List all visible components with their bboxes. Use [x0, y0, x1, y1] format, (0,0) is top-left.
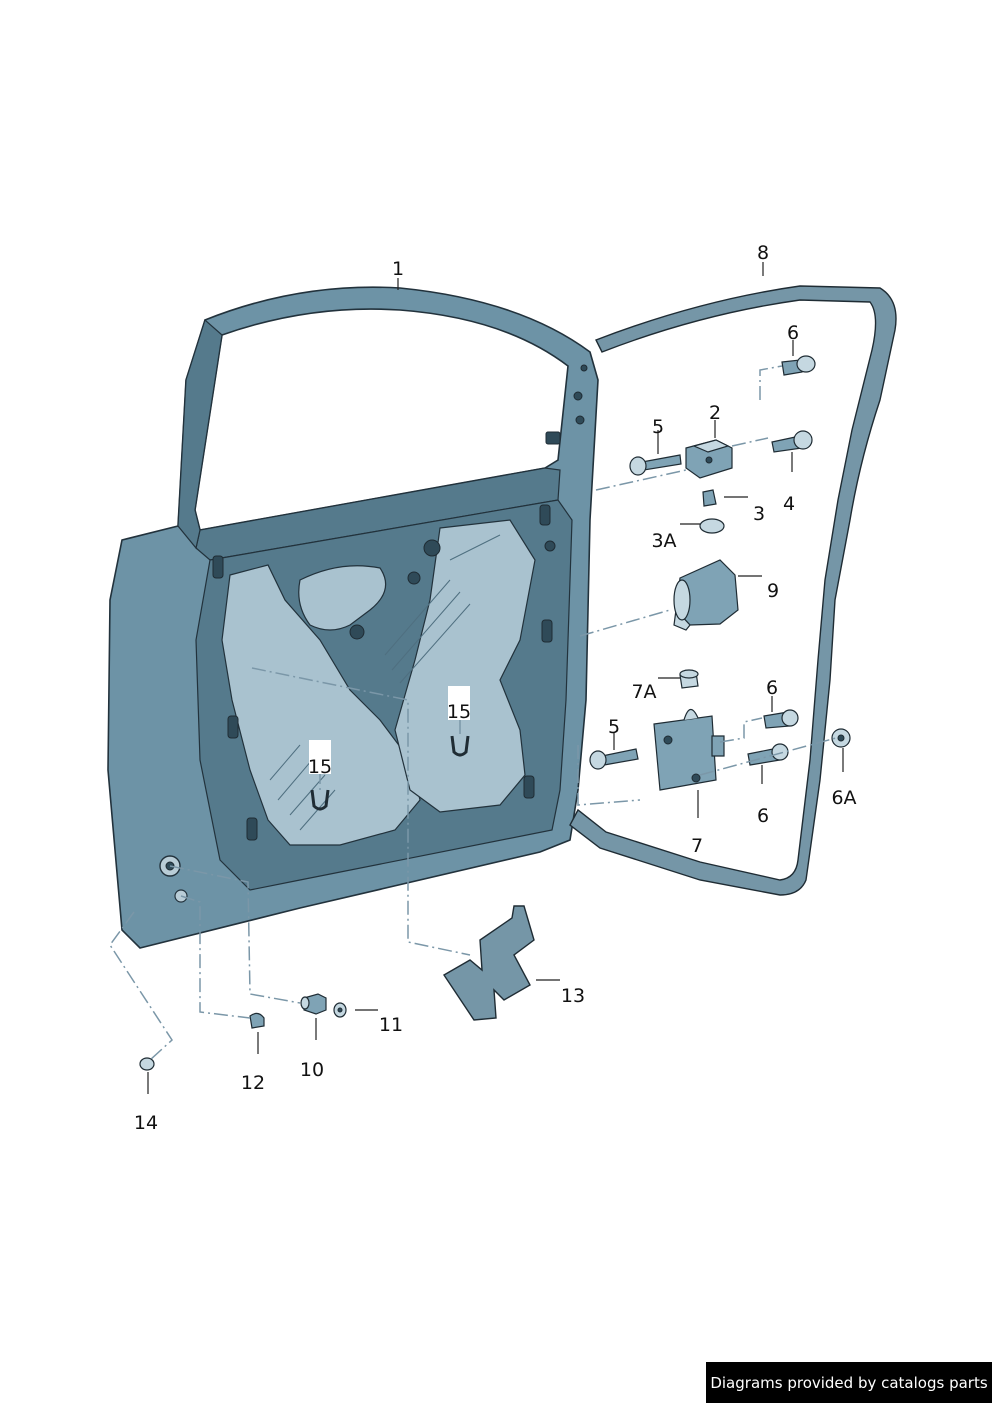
- washer-11: [333, 1002, 347, 1018]
- bush-7a: [679, 669, 699, 689]
- callout-6a: 6A: [831, 787, 856, 809]
- hinge-upper: [685, 439, 733, 479]
- callout-15-right-tag: [448, 686, 470, 720]
- bolt-5-upper: [629, 454, 682, 476]
- access-sheet-top: [298, 565, 387, 631]
- callout-15-left-tag: [309, 740, 331, 774]
- callout-1: 1: [392, 258, 404, 280]
- callout-9: 9: [767, 580, 779, 602]
- callout-3: 3: [753, 503, 765, 525]
- callout-labels: 1 8 6 2 5 4 3 3A 9 7A 6 5 6A 6 7 15 15 1…: [134, 242, 857, 1134]
- callout-7a: 7A: [631, 681, 656, 703]
- grease-nipple-3: [702, 489, 717, 507]
- callout-6-upper: 6: [787, 322, 799, 344]
- clip-15-left: [310, 789, 330, 811]
- plug-12: [249, 1012, 265, 1029]
- assembly-lines: [109, 365, 837, 1061]
- callout-15-left: 15: [308, 756, 332, 778]
- bolt-10: [300, 993, 327, 1015]
- leader-lines: [147, 262, 844, 1094]
- callout-5-upper: 5: [652, 416, 664, 438]
- clip-15-right: [450, 735, 470, 757]
- bolt-5-lower: [589, 748, 639, 770]
- callout-6-middle: 6: [766, 677, 778, 699]
- nut-6a: [831, 728, 851, 748]
- callout-13: 13: [561, 985, 585, 1007]
- access-sheet-right: [394, 519, 536, 813]
- plug-14: [139, 1057, 155, 1071]
- callout-3a: 3A: [651, 530, 676, 552]
- front-pillar: [177, 318, 223, 550]
- callout-12: 12: [241, 1072, 265, 1094]
- bolt-4: [771, 430, 813, 453]
- callout-5-lower: 5: [608, 716, 620, 738]
- bush-3a: [699, 518, 725, 534]
- hinge-lower: [653, 708, 725, 791]
- door-holes: [212, 364, 588, 841]
- callout-10: 10: [300, 1059, 324, 1081]
- callout-8: 8: [757, 242, 769, 264]
- callout-14: 14: [134, 1112, 158, 1134]
- grommet-9: [673, 559, 739, 631]
- bolt-6-upper: [781, 355, 816, 376]
- damping-pad-13: [443, 905, 535, 1021]
- bolt-6-middle: [763, 709, 799, 729]
- callout-2: 2: [709, 402, 721, 424]
- callout-6-lower: 6: [757, 805, 769, 827]
- callout-15-right: 15: [447, 701, 471, 723]
- callout-4: 4: [783, 493, 795, 515]
- callout-7: 7: [691, 835, 703, 857]
- credit-banner: Diagrams provided by catalogs parts: [706, 1362, 992, 1403]
- callout-11: 11: [379, 1014, 403, 1036]
- window-opening: [194, 308, 569, 531]
- bolt-6-lower: [747, 743, 789, 766]
- door-seal: [569, 285, 897, 896]
- door-seal-upper: [569, 285, 897, 896]
- door-shell: [107, 286, 599, 949]
